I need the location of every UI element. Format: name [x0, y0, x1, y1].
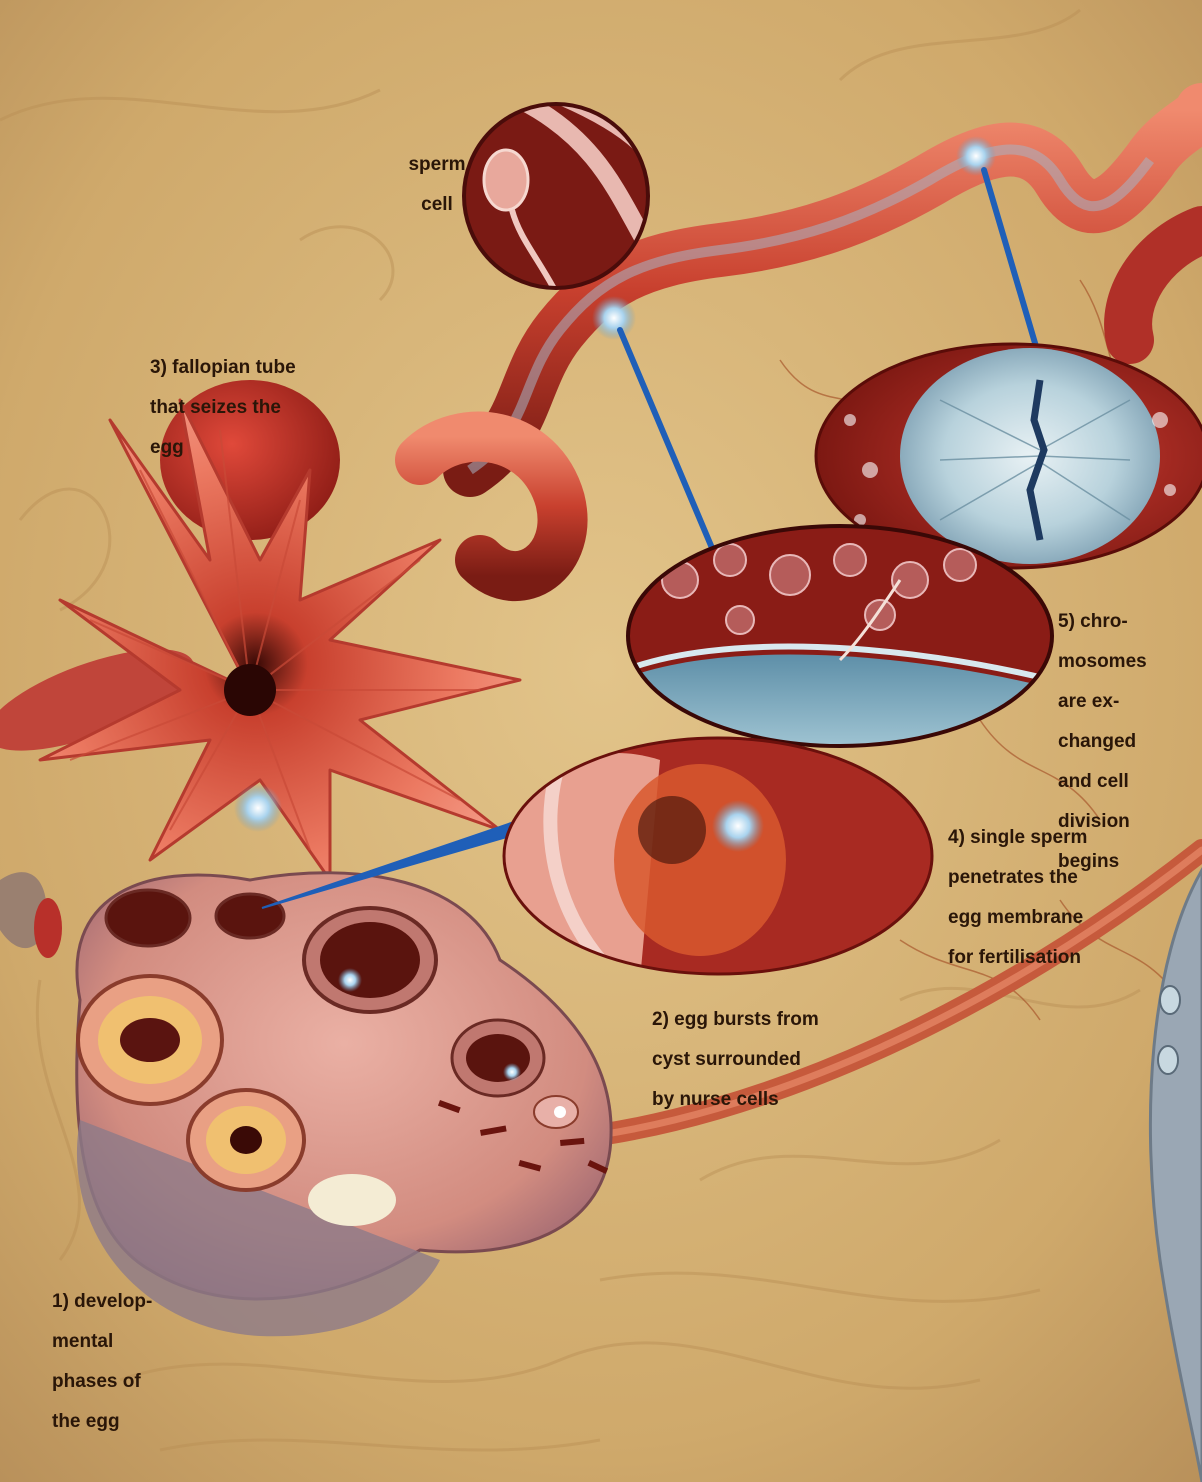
egg-in-tube — [592, 296, 636, 340]
label-single-sperm: 4) single sperm penetrates the egg membr… — [948, 808, 1087, 988]
released-egg — [234, 784, 282, 832]
label-egg-bursts: 2) egg bursts from cyst surrounded by nu… — [652, 990, 819, 1130]
label-developmental-phases: 1) develop- mental phases of the egg — [52, 1272, 152, 1452]
label-fallopian-tube: 3) fallopian tube that seizes the egg — [150, 338, 296, 478]
egg-in-tube — [956, 136, 996, 176]
label-sperm-cell: sperm cell — [404, 135, 470, 235]
